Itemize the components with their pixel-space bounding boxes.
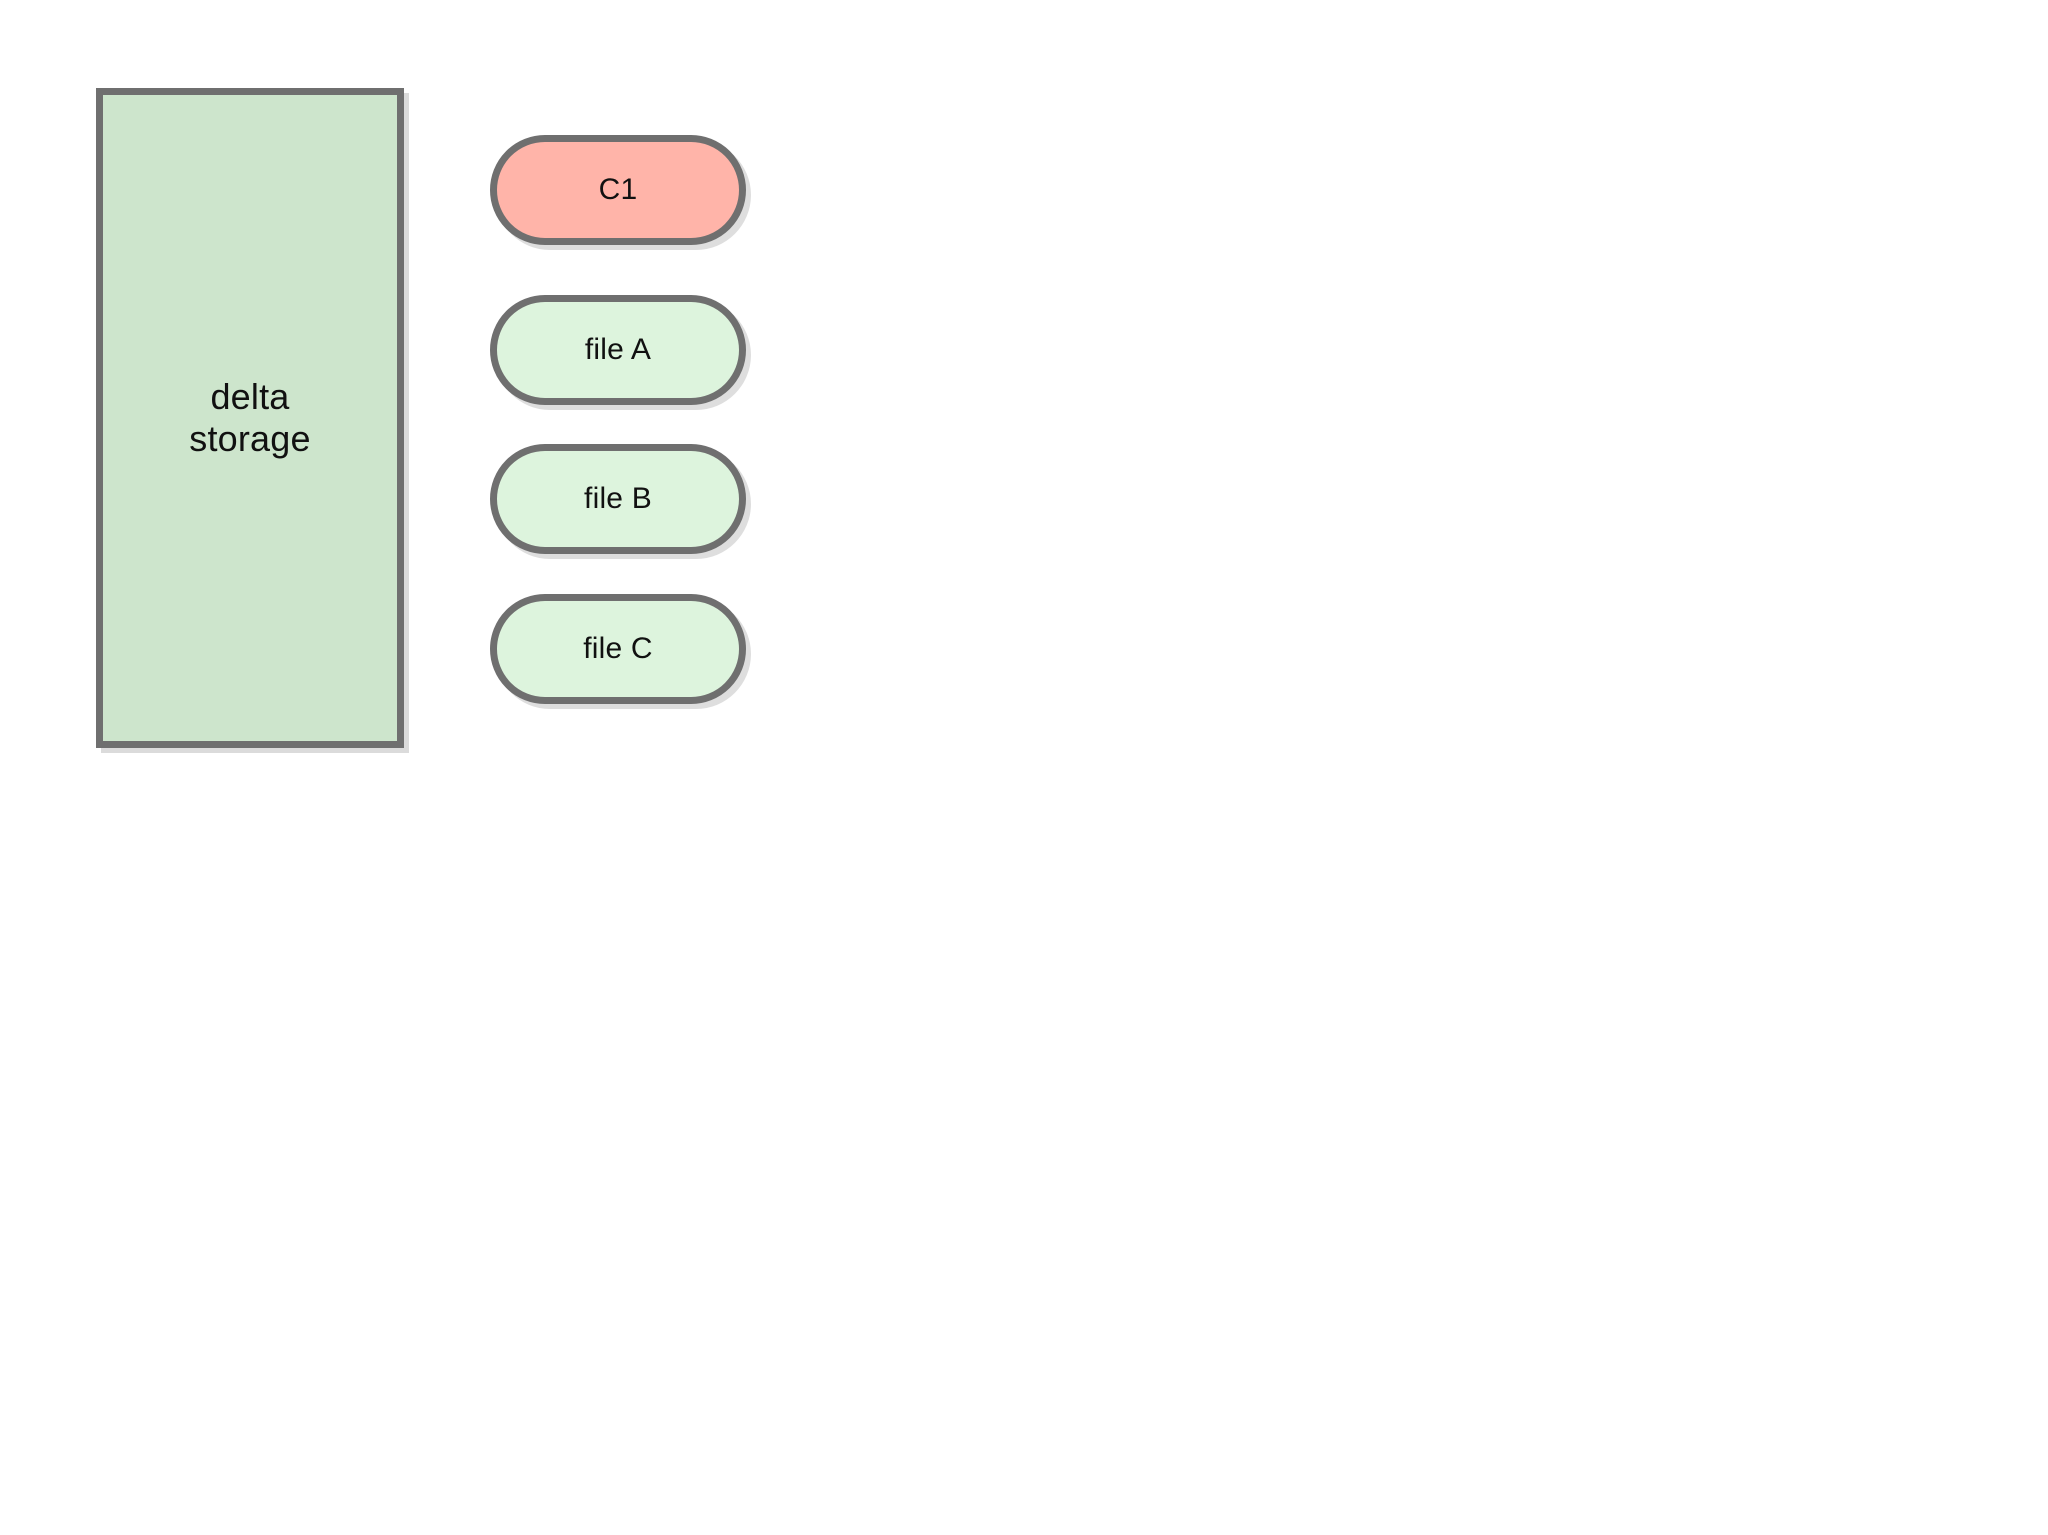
node-file-c-label: file C <box>583 632 653 665</box>
node-delta-storage-label: delta storage <box>189 375 311 459</box>
node-file-b[interactable]: file B <box>490 444 746 554</box>
node-c1-label: C1 <box>598 173 638 206</box>
node-delta-storage[interactable]: delta storage <box>96 88 404 748</box>
node-file-a[interactable]: file A <box>490 295 746 405</box>
node-file-b-label: file B <box>584 482 652 515</box>
node-file-a-label: file A <box>584 333 652 366</box>
node-file-c[interactable]: file C <box>490 594 746 704</box>
node-c1[interactable]: C1 <box>490 135 746 245</box>
